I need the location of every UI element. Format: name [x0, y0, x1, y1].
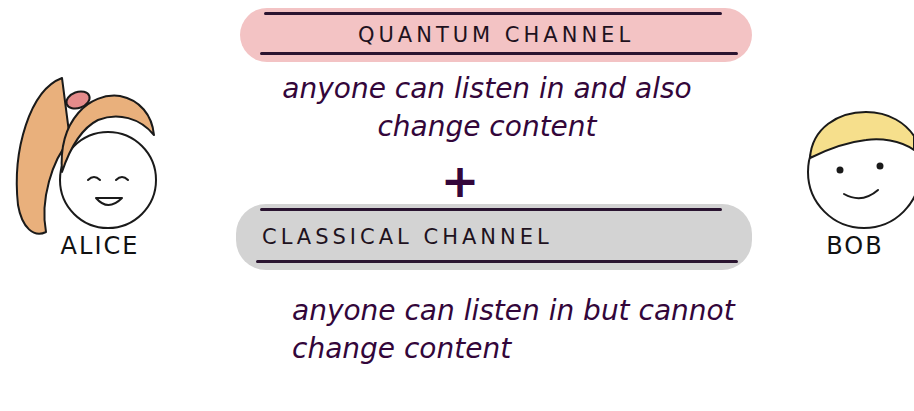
channel-band: QUANTUM CHANNEL: [240, 8, 752, 62]
band-title: QUANTUM CHANNEL: [358, 23, 634, 47]
person-label: ALICE: [25, 120, 175, 260]
note-text: anyone can listen in but cannot change c…: [292, 292, 752, 368]
channel-band: CLASSICAL CHANNEL: [236, 204, 752, 270]
person-name: ALICE: [61, 232, 140, 260]
bob-figure: [808, 112, 914, 228]
person-label: BOB: [798, 120, 911, 260]
plus-sign: +: [430, 150, 490, 212]
alice-figure: [17, 78, 156, 234]
band-title: CLASSICAL CHANNEL: [262, 225, 553, 249]
note-text: anyone can listen in and also change con…: [262, 70, 712, 146]
person-name: BOB: [826, 232, 883, 260]
